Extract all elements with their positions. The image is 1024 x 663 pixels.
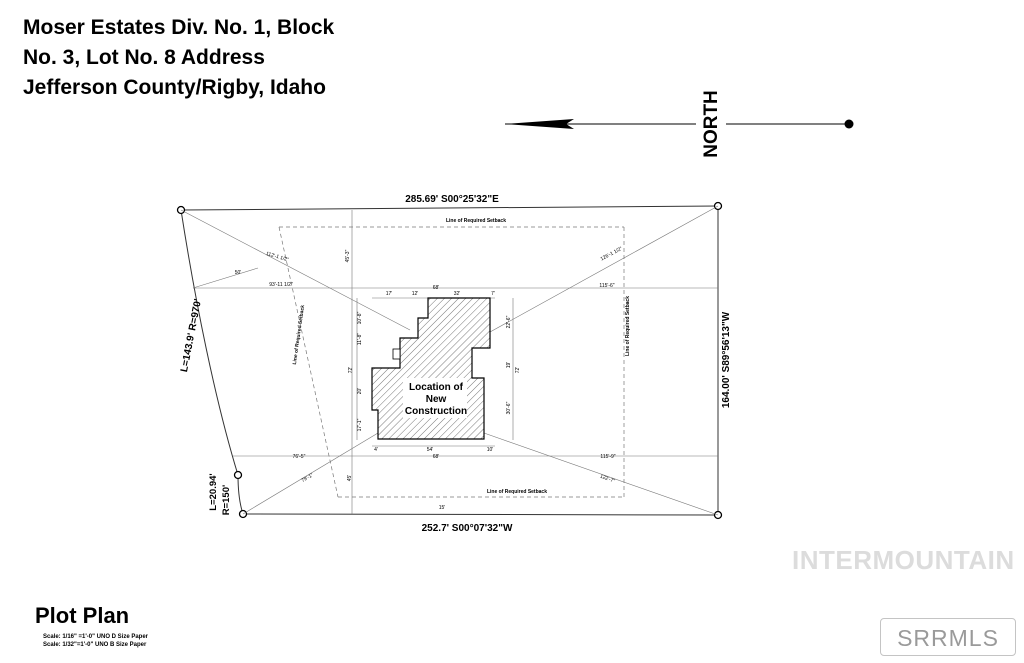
compass-dot-icon xyxy=(844,119,854,129)
dim-50: 50' xyxy=(235,270,242,276)
arrow-head-icon xyxy=(505,119,574,129)
corner-marker-icon xyxy=(233,470,243,480)
dim-79-1: 79'-1" xyxy=(300,472,314,484)
dim-45-bottom: 45' xyxy=(347,475,353,482)
dim-68-top: 68' xyxy=(433,285,440,291)
scale-line-2: Scale: 1/32"=1'-0" UNO B Size Paper xyxy=(43,642,147,648)
dim-76-5: 76'-5" xyxy=(293,454,306,460)
srrmls-badge: SRRMLS xyxy=(880,618,1016,656)
left-arc-label: L=143.9' R=970' xyxy=(179,298,204,373)
small-arc-radius-label: R=150' xyxy=(221,485,232,516)
dim-19: 19' xyxy=(506,362,512,369)
dim-11-8: 11'-8" xyxy=(357,333,363,346)
dim-30-6: 30'-6" xyxy=(506,401,512,414)
right-boundary-label: 164.00' S89°56'13"W xyxy=(721,311,732,408)
dim-112: 112'-1 1/2" xyxy=(265,251,289,263)
dim-72-left: 72' xyxy=(348,367,354,374)
new-construction-footprint: Location of New Construction xyxy=(371,297,491,440)
setback-label-left: Line of Required Setback xyxy=(292,305,306,365)
porch-icon xyxy=(392,348,401,360)
scale-line-1: Scale: 1/16" =1'-0" UNO D Size Paper xyxy=(43,634,148,640)
property-boundary xyxy=(180,205,719,516)
building-label-line-3: Construction xyxy=(405,406,467,417)
dim-20: 20' xyxy=(357,388,363,395)
building-label-line-1: Location of xyxy=(409,382,464,393)
setback-label-bottom: Line of Required Setback xyxy=(487,489,547,495)
bottom-boundary-label: 252.7' S00°07'32"W xyxy=(422,523,513,534)
north-label: NORTH xyxy=(701,90,722,158)
srrmls-badge-text: SRRMLS xyxy=(897,625,999,651)
dim-10-8: 10'-8" xyxy=(357,311,363,324)
dimension-lines xyxy=(180,205,719,516)
dim-93: 93'-11 1/2" xyxy=(269,282,293,288)
dim-72-right: 72' xyxy=(515,367,521,374)
building-label-line-2: New xyxy=(426,394,447,405)
small-arc-length-label: L=20.94' xyxy=(208,473,219,510)
intermountain-watermark: INTERMOUNTAIN xyxy=(792,545,1015,575)
dim-115-bottom: 115'-9" xyxy=(600,454,615,460)
north-arrow: NORTH xyxy=(505,90,854,158)
header-line-3: Jefferson County/Rigby, Idaho xyxy=(23,76,326,99)
dim-32: 32' xyxy=(454,291,461,297)
setback-label-right: Line of Required Setback xyxy=(625,296,631,356)
setback-label-top: Line of Required Setback xyxy=(446,218,506,224)
dim-4: 4' xyxy=(374,447,378,453)
dim-45-3: 45'-3" xyxy=(345,249,351,262)
header-line-1: Moser Estates Div. No. 1, Block xyxy=(23,16,335,39)
setback-lines xyxy=(278,226,625,498)
dim-10-bottom: 10' xyxy=(487,447,494,453)
plan-title: Plot Plan xyxy=(35,603,130,628)
dim-12: 12' xyxy=(412,291,419,297)
top-boundary-label: 285.69' S00°25'32"E xyxy=(405,194,499,205)
dim-115-top: 115'-6" xyxy=(599,283,614,289)
dim-122-7: 122'-7" xyxy=(599,474,616,485)
dim-7: 7' xyxy=(491,291,495,297)
dim-15: 15' xyxy=(439,505,446,511)
dim-17: 17' xyxy=(386,291,393,297)
dim-54: 54' xyxy=(427,447,434,453)
dim-22-6: 22'-6" xyxy=(506,315,512,328)
dim-68-bottom: 68' xyxy=(433,454,440,460)
dim-17-1: 17'-1" xyxy=(357,418,363,431)
header-line-2: No. 3, Lot No. 8 Address xyxy=(23,46,265,69)
